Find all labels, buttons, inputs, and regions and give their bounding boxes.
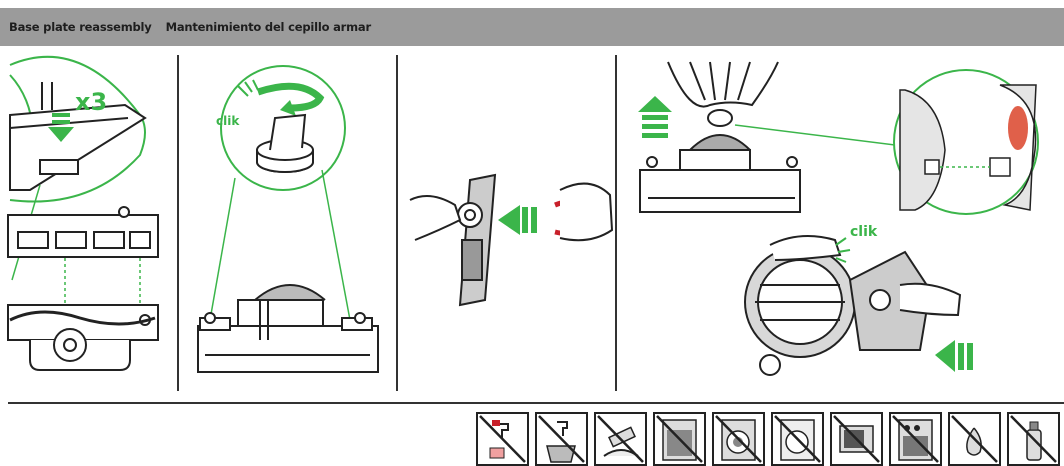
panel3-left-arrow: [498, 205, 537, 235]
panel4-base-plate: [640, 135, 800, 212]
panel1-zoom-circle: [10, 57, 145, 202]
no-faucet-bucket-icon: [535, 412, 588, 466]
panel1-base-plate: [8, 207, 158, 370]
no-dishwasher-icon: [653, 412, 706, 466]
panel4-right-hand: [900, 284, 960, 315]
warning-icon-row: [476, 412, 1060, 466]
no-stove-icon: [889, 412, 942, 466]
panel3-brush-bar: [458, 175, 495, 305]
no-washing-machine-icon: [712, 412, 765, 466]
panel3-left-hand: [410, 196, 460, 240]
panel2-base-plate: [198, 285, 378, 372]
no-spray-icon: [1007, 412, 1060, 466]
panel4-top-hand: [770, 236, 840, 260]
no-brush-icon: [594, 412, 647, 466]
panel3-right-hand: [560, 184, 612, 241]
panel4-click-sound: clik: [850, 224, 877, 240]
panel4-left-arrow: [935, 340, 973, 372]
panel2-click-sound: clik: [216, 114, 239, 128]
no-fire-icon: [948, 412, 1001, 466]
no-faucet-water-icon: [476, 412, 529, 466]
no-oven-icon: [830, 412, 883, 466]
no-dryer-icon: [771, 412, 824, 466]
panel4-highlight: [1008, 106, 1028, 150]
quantity-multiplier: x3: [75, 88, 107, 116]
panel4-up-arrow: [638, 96, 672, 138]
panel4-ball: [668, 62, 778, 126]
panel2-knob: [257, 115, 313, 172]
